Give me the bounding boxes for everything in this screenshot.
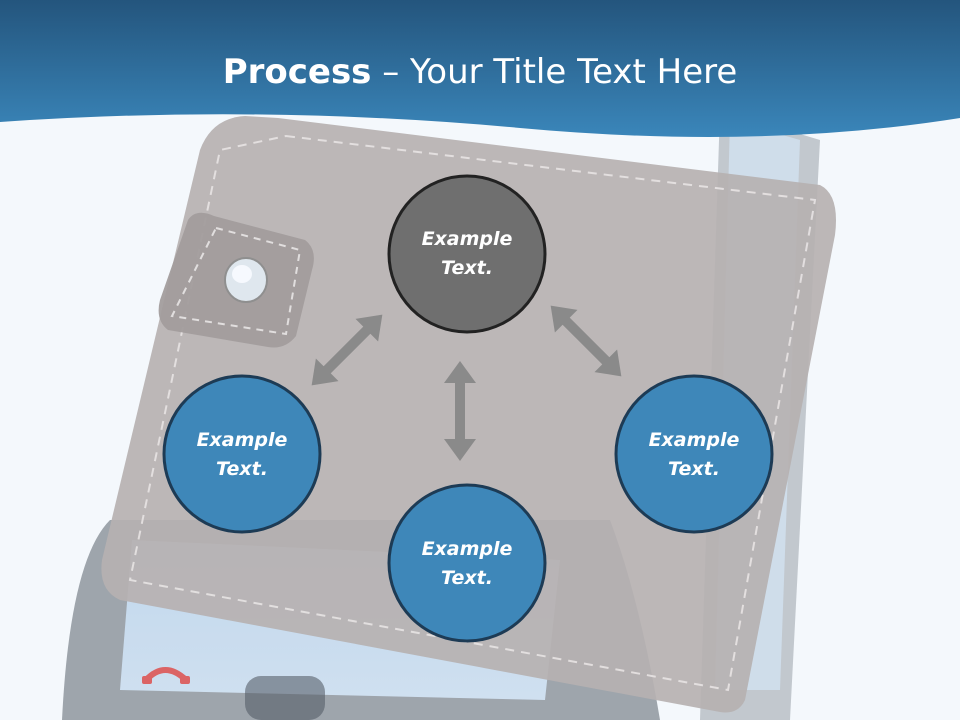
double-arrow-icon-upper-left	[311, 314, 383, 386]
title-rest: – Your Title Text Here	[371, 52, 738, 92]
bottom-node-label: Example Text.	[392, 535, 542, 593]
right-node-line2: Text.	[668, 458, 720, 480]
title-bold: Process	[222, 52, 372, 92]
page-title: Process – Your Title Text Here	[0, 52, 960, 92]
left-node-line1: Example	[196, 429, 288, 451]
right-node-label: Example Text.	[619, 426, 769, 484]
bottom-node-circle	[387, 483, 547, 643]
right-node-circle	[614, 374, 774, 534]
wallet-illustration	[101, 116, 836, 713]
bottom-node-line1: Example	[421, 538, 513, 560]
left-node-circle	[162, 374, 322, 534]
right-node-line1: Example	[648, 429, 740, 451]
center-node-line2: Text.	[441, 257, 493, 279]
left-node-line2: Text.	[216, 458, 268, 480]
phone-call-icon	[142, 667, 190, 684]
bottom-node-line2: Text.	[441, 567, 493, 589]
left-node-label: Example Text.	[167, 426, 317, 484]
center-node-line1: Example	[421, 228, 513, 250]
double-arrow-icon-vertical	[444, 361, 476, 461]
center-node-label: Example Text.	[392, 225, 542, 283]
double-arrow-icon-upper-right	[550, 305, 622, 377]
center-node-circle	[387, 174, 547, 334]
header-banner	[0, 0, 960, 137]
